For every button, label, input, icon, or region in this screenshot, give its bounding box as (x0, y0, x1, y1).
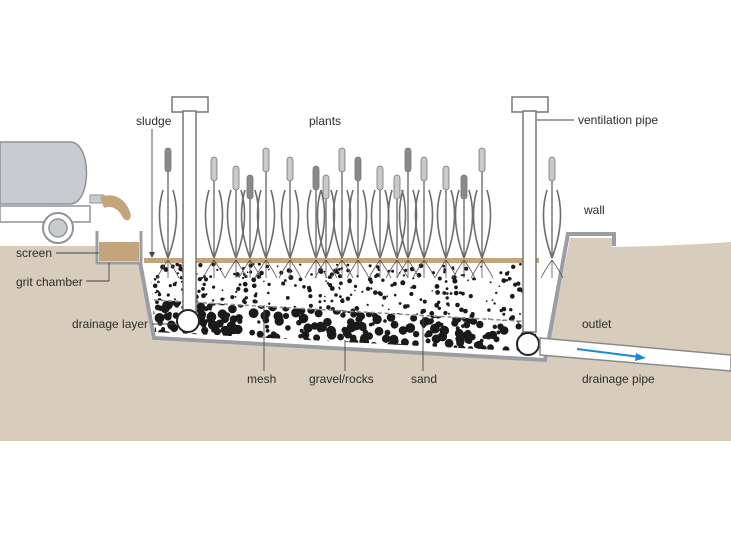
flow-arrow-icon (576, 348, 646, 361)
label-gravel-rocks: gravel/rocks (309, 372, 374, 386)
label-sand: sand (411, 372, 437, 386)
grit-chamber-wall (95, 231, 143, 265)
plant (470, 147, 494, 279)
label-wall: wall (583, 203, 605, 217)
plant (254, 147, 278, 279)
label-sludge: sludge (136, 114, 172, 128)
mesh-line (153, 299, 537, 323)
plant (304, 165, 328, 279)
drainage-pipe (539, 337, 731, 372)
label-screen: screen (16, 246, 52, 260)
plant (434, 165, 458, 279)
label-ventilation-pipe: ventilation pipe (578, 113, 658, 127)
leader-lines (56, 119, 574, 371)
grit-chamber-sludge (99, 242, 139, 261)
plants-group (156, 147, 564, 279)
tanker-truck-icon (0, 141, 131, 244)
soil (0, 238, 731, 441)
label-plants: plants (309, 114, 341, 128)
label-mesh: mesh (247, 372, 276, 386)
plant (452, 174, 476, 279)
plant (314, 174, 338, 279)
plant (540, 156, 564, 279)
sludge-pour (100, 195, 131, 221)
plant (330, 147, 354, 279)
plant (224, 165, 248, 279)
plant (385, 174, 409, 279)
plant (202, 156, 226, 279)
plant (238, 174, 262, 279)
plant (412, 156, 436, 279)
label-drainage-pipe: drainage pipe (582, 372, 655, 386)
ventilation-pipe-left (171, 96, 209, 333)
plant (346, 156, 370, 279)
plant (156, 147, 180, 279)
label-grit-chamber: grit chamber (16, 275, 83, 289)
plant (278, 156, 302, 279)
label-drainage-layer: drainage layer (72, 317, 148, 331)
label-outlet: outlet (582, 317, 612, 331)
ventilation-pipe-right (511, 96, 549, 356)
tank-wall (138, 232, 616, 363)
